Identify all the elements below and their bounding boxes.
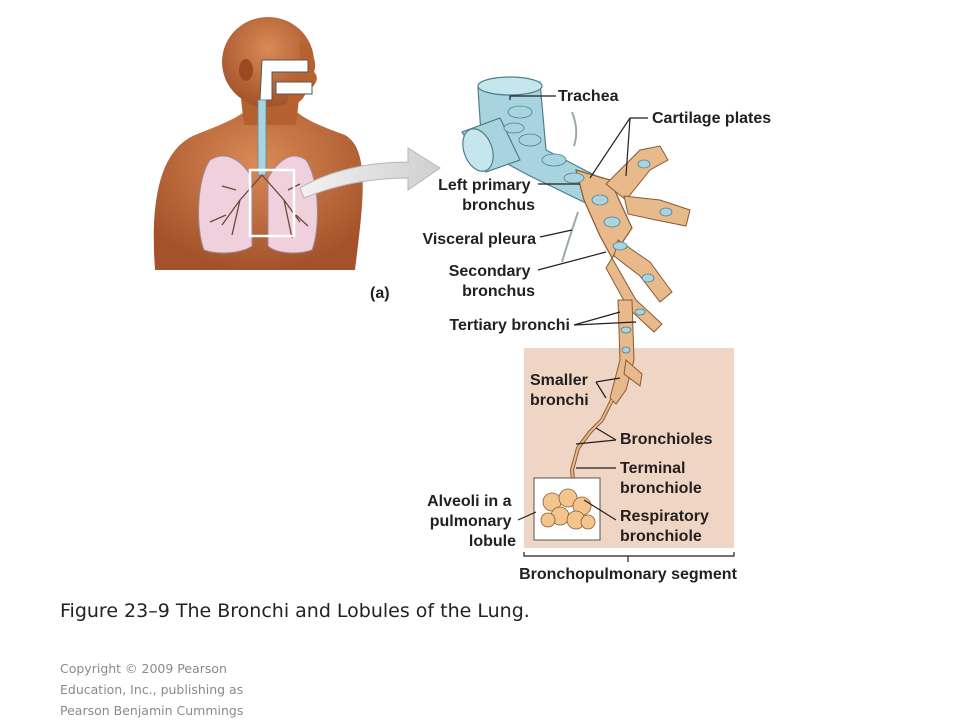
copyright-line: Pearson Benjamin Cummings (60, 703, 244, 718)
alveoli-inset (533, 477, 601, 541)
airway-mouth (275, 81, 313, 95)
figure-labels: Trachea Cartilage plates Left primary br… (370, 88, 771, 583)
copyright-notice: Copyright © 2009 Pearson Education, Inc.… (60, 658, 290, 721)
trachea-opening (477, 76, 543, 96)
smaller-branch (623, 359, 643, 387)
label-respiratory-bronchiole: Respiratory bronchiole (620, 508, 713, 545)
label-secondary-bronchus: Secondary bronchus (449, 263, 535, 300)
bronchus-cut-face (462, 128, 494, 172)
bronchi-figure: Trachea Cartilage plates Left primary br… (153, 17, 771, 583)
label-panel-a: (a) (370, 285, 390, 302)
label-bronchioles: Bronchioles (620, 431, 713, 448)
trachea-small (257, 99, 267, 176)
label-left-primary-bronchus: Left primary bronchus (438, 177, 535, 214)
label-visceral-pleura: Visceral pleura (422, 231, 536, 248)
pleura-hook (571, 111, 578, 147)
zoom-box (248, 168, 296, 238)
lower-right-branch (613, 239, 673, 303)
lung-left (198, 155, 253, 254)
label-tertiary-bronchi: Tertiary bronchi (449, 317, 570, 334)
bronchiole-core (570, 399, 613, 491)
tertiary-branch (605, 257, 663, 333)
human-torso-illustration (153, 17, 363, 270)
label-terminal-bronchiole: Terminal bronchiole (620, 460, 702, 497)
leader-lines (509, 95, 735, 562)
alveoli-cluster (540, 488, 596, 530)
pointer-arrow (299, 147, 441, 199)
cartilage-plate-pattern (503, 105, 673, 354)
label-smaller-bronchi: Smaller bronchi (530, 372, 592, 409)
label-trachea: Trachea (558, 88, 619, 105)
bronchial-tree-detail (461, 76, 691, 491)
label-alveoli-lobule: Alveoli in a pulmonary lobule (427, 493, 516, 550)
label-cartilage-plates: Cartilage plates (652, 110, 771, 127)
upper-branch (605, 145, 669, 201)
lung-right (267, 155, 318, 254)
visceral-pleura-line (561, 211, 579, 263)
figure-caption: Figure 23–9 The Bronchi and Lobules of t… (60, 600, 530, 622)
right-branch (623, 195, 691, 227)
ear (239, 59, 253, 81)
copyright-line: Education, Inc., publishing as (60, 682, 244, 697)
label-bronchopulmonary-segment: Bronchopulmonary segment (519, 566, 737, 583)
copyright-line: Copyright © 2009 Pearson (60, 661, 227, 676)
stem-descending (609, 299, 635, 405)
